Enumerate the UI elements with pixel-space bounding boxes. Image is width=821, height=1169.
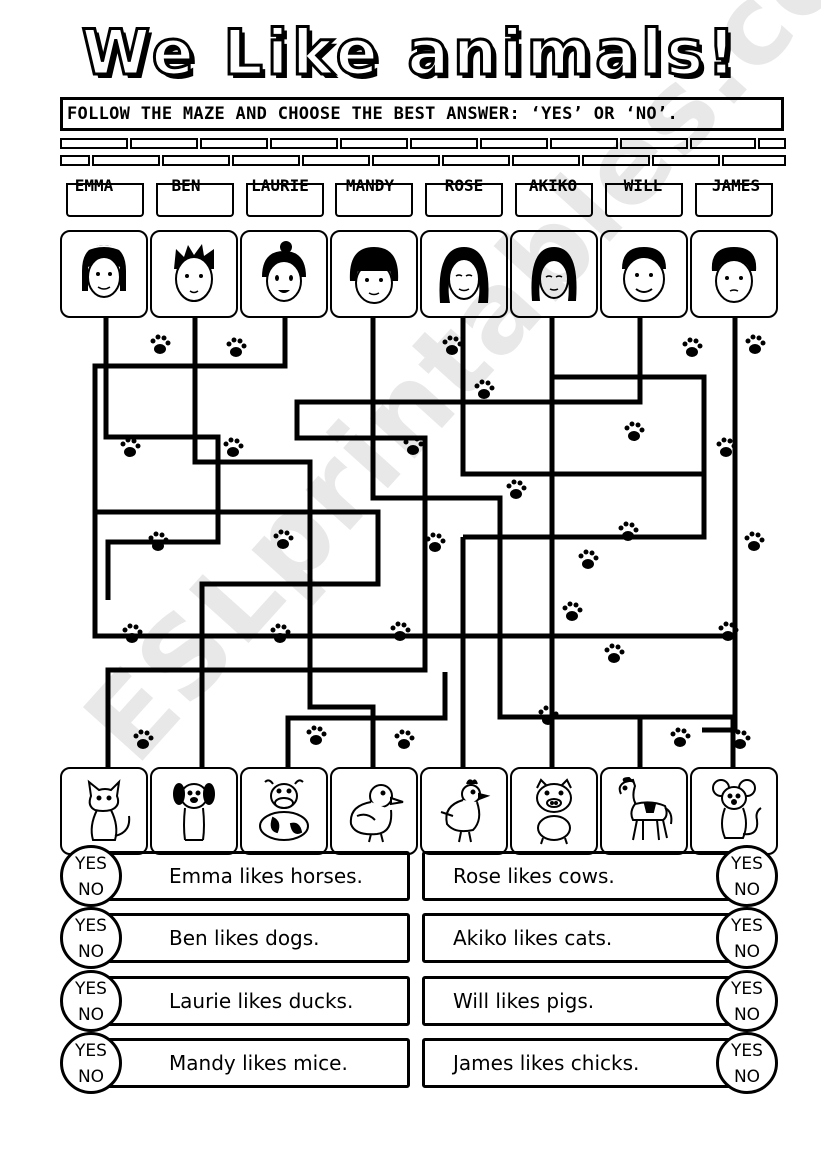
statement-text: Akiko likes cats. (453, 926, 613, 950)
yes-no-choice[interactable]: YES NO (716, 845, 778, 907)
statement-text: Ben likes dogs. (169, 926, 320, 950)
instructions: FOLLOW THE MAZE AND CHOOSE THE BEST ANSW… (60, 97, 784, 131)
statement-text: Rose likes cows. (453, 864, 615, 888)
dog-icon (150, 767, 238, 855)
name-james: JAMES (711, 176, 761, 195)
no-option[interactable]: NO (77, 880, 105, 900)
face-emma (60, 230, 148, 318)
statement-row: Laurie likes ducks. (94, 976, 410, 1026)
statement-row: Rose likes cows. (422, 851, 750, 901)
name-tab (335, 183, 413, 217)
name-mandy: MANDY (345, 176, 395, 195)
yes-no-choice[interactable]: YES NO (60, 1032, 122, 1094)
yes-option[interactable]: YES (731, 979, 763, 999)
face-rose (420, 230, 508, 318)
yes-option[interactable]: YES (75, 979, 107, 999)
mouse-icon (690, 767, 778, 855)
yes-option[interactable]: YES (75, 1041, 107, 1061)
statement-row: Emma likes horses. (94, 851, 410, 901)
yes-option[interactable]: YES (731, 916, 763, 936)
worksheet-title: We Like animals! (80, 16, 740, 89)
statement-text: Mandy likes mice. (169, 1051, 348, 1075)
no-option[interactable]: NO (77, 942, 105, 962)
name-akiko: AKIKO (528, 176, 578, 195)
name-will: WILL (623, 176, 663, 195)
pig-icon (510, 767, 598, 855)
no-option[interactable]: NO (77, 1005, 105, 1025)
statement-row: Mandy likes mice. (94, 1038, 410, 1088)
name-emma: EMMA (74, 176, 114, 195)
chick-icon (420, 767, 508, 855)
name-ben: BEN (171, 176, 201, 195)
name-tab (425, 183, 503, 217)
name-tab (515, 183, 593, 217)
yes-option[interactable]: YES (731, 854, 763, 874)
yes-no-choice[interactable]: YES NO (60, 845, 122, 907)
duck-icon (330, 767, 418, 855)
cat-icon (60, 767, 148, 855)
brick-border (60, 138, 786, 170)
yes-no-choice[interactable]: YES NO (60, 970, 122, 1032)
no-option[interactable]: NO (733, 1067, 761, 1087)
no-option[interactable]: NO (733, 880, 761, 900)
faces-strip (60, 230, 778, 318)
face-james (690, 230, 778, 318)
name-tab (695, 183, 773, 217)
paw-prints (120, 334, 766, 749)
cow-icon (240, 767, 328, 855)
face-mandy (330, 230, 418, 318)
maze-path (103, 318, 221, 600)
face-akiko (510, 230, 598, 318)
yes-option[interactable]: YES (75, 854, 107, 874)
yes-no-choice[interactable]: YES NO (716, 1032, 778, 1094)
statement-row: Will likes pigs. (422, 976, 750, 1026)
yes-option[interactable]: YES (731, 1041, 763, 1061)
face-laurie (240, 230, 328, 318)
statement-text: Will likes pigs. (453, 989, 595, 1013)
statement-text: Laurie likes ducks. (169, 989, 354, 1013)
yes-no-choice[interactable]: YES NO (716, 907, 778, 969)
animals-strip (60, 767, 778, 855)
name-tab (156, 183, 234, 217)
face-will (600, 230, 688, 318)
name-laurie: LAURIE (251, 176, 309, 195)
face-ben (150, 230, 238, 318)
yes-no-choice[interactable]: YES NO (60, 907, 122, 969)
name-tab (66, 183, 144, 217)
statement-text: James likes chicks. (453, 1051, 640, 1075)
statement-row: Ben likes dogs. (94, 913, 410, 963)
no-option[interactable]: NO (733, 1005, 761, 1025)
yes-option[interactable]: YES (75, 916, 107, 936)
horse-icon (600, 767, 688, 855)
no-option[interactable]: NO (733, 942, 761, 962)
yes-no-choice[interactable]: YES NO (716, 970, 778, 1032)
statement-text: Emma likes horses. (169, 864, 363, 888)
name-tab (246, 183, 324, 217)
statement-row: Akiko likes cats. (422, 913, 750, 963)
no-option[interactable]: NO (77, 1067, 105, 1087)
statement-row: James likes chicks. (422, 1038, 750, 1088)
name-rose: ROSE (444, 176, 484, 195)
name-tab (605, 183, 683, 217)
